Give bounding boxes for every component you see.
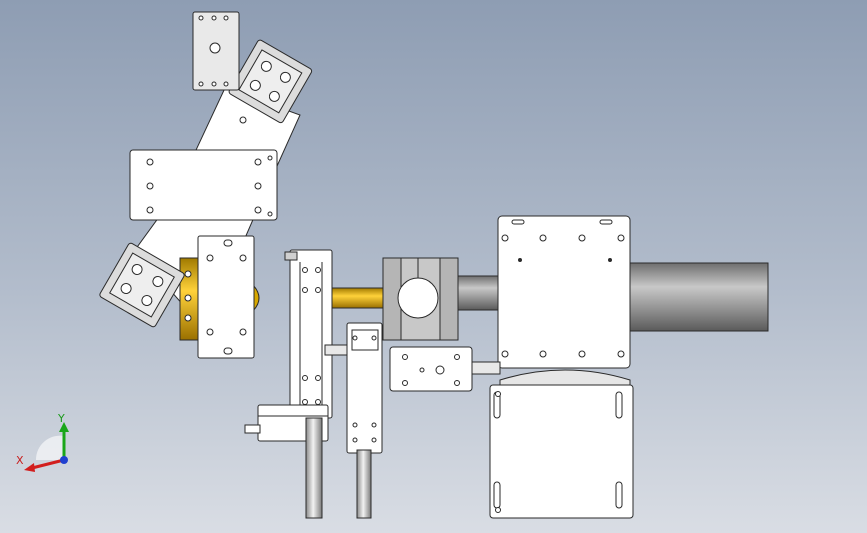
axis-triad-graphic — [24, 422, 69, 472]
linear-slide-left — [284, 249, 356, 419]
axis-triad: Y X — [10, 410, 80, 480]
x-axis-label: X — [16, 454, 24, 467]
shaft-clamp-block — [382, 257, 459, 341]
upper-gripper — [228, 39, 313, 124]
lower-gripper — [99, 242, 185, 328]
arm-cross-plate — [129, 149, 278, 221]
brass-rod — [329, 287, 391, 309]
motor-mount-plate — [497, 215, 631, 369]
coupling-block — [389, 346, 501, 392]
gripper-mount-plate — [197, 235, 255, 359]
y-axis-label: Y — [58, 412, 65, 425]
main-shaft — [454, 262, 769, 332]
servo-motor — [489, 369, 634, 519]
linear-slide-right — [346, 322, 383, 454]
air-cylinder — [244, 404, 372, 519]
top-sensor-plate — [192, 11, 240, 91]
brass-clamp — [179, 257, 260, 341]
